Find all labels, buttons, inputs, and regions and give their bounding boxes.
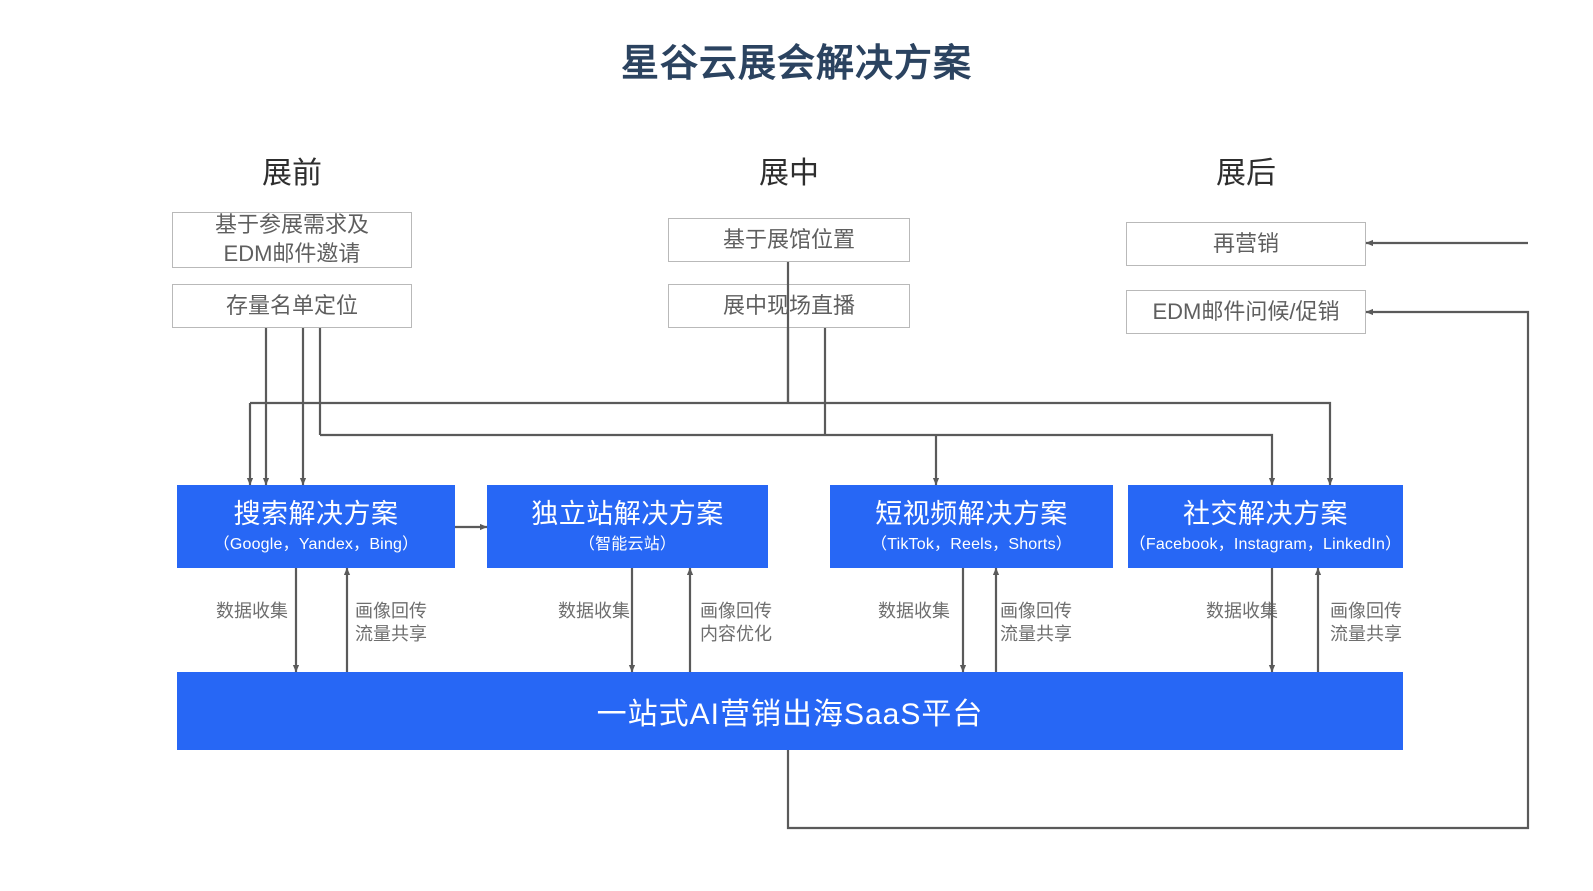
flow-label-social-up: 画像回传 流量共享 [1330, 601, 1402, 645]
flow-label-video-down: 数据收集 [878, 601, 950, 621]
solution-box-search[interactable]: 搜索解决方案 （Google，Yandex，Bing） [177, 485, 455, 568]
solution-subtitle: （Google，Yandex，Bing） [213, 535, 419, 553]
solution-title: 独立站解决方案 [531, 498, 724, 529]
solution-title: 搜索解决方案 [233, 498, 399, 529]
source-box-pre-1[interactable]: 基于参展需求及 EDM邮件邀请 [172, 212, 412, 268]
solution-box-video[interactable]: 短视频解决方案 （TikTok，Reels，Shorts） [830, 485, 1113, 568]
flow-label-video-up: 画像回传 流量共享 [1000, 601, 1072, 645]
flow-label-website-up: 画像回传 内容优化 [700, 601, 772, 645]
flow-label-social-down: 数据收集 [1206, 601, 1278, 621]
solution-title: 短视频解决方案 [875, 498, 1068, 529]
phase-heading-post: 展后 [1216, 157, 1276, 190]
solution-subtitle: （智能云站） [578, 535, 677, 553]
phase-heading-pre: 展前 [262, 157, 322, 190]
flow-label-website-down: 数据收集 [558, 601, 630, 621]
flow-label-search-up: 画像回传 流量共享 [355, 601, 427, 645]
solution-box-website[interactable]: 独立站解决方案 （智能云站） [487, 485, 768, 568]
flow-label-search-down: 数据收集 [216, 601, 288, 621]
source-box-pre-2[interactable]: 存量名单定位 [172, 284, 412, 328]
phase-heading-mid: 展中 [759, 157, 819, 190]
solution-subtitle: （TikTok，Reels，Shorts） [871, 535, 1072, 553]
source-box-post-2[interactable]: EDM邮件问候/促销 [1126, 290, 1366, 334]
source-box-mid-2[interactable]: 展中现场直播 [668, 284, 910, 328]
source-box-post-1[interactable]: 再营销 [1126, 222, 1366, 266]
solution-title: 社交解决方案 [1183, 498, 1348, 529]
solution-box-social[interactable]: 社交解决方案 （Facebook，Instagram，LinkedIn） [1128, 485, 1403, 568]
source-box-mid-1[interactable]: 基于展馆位置 [668, 218, 910, 262]
solution-subtitle: （Facebook，Instagram，LinkedIn） [1129, 535, 1402, 553]
page-title: 星谷云展会解决方案 [620, 43, 972, 85]
platform-bar[interactable]: 一站式AI营销出海SaaS平台 [177, 672, 1403, 750]
